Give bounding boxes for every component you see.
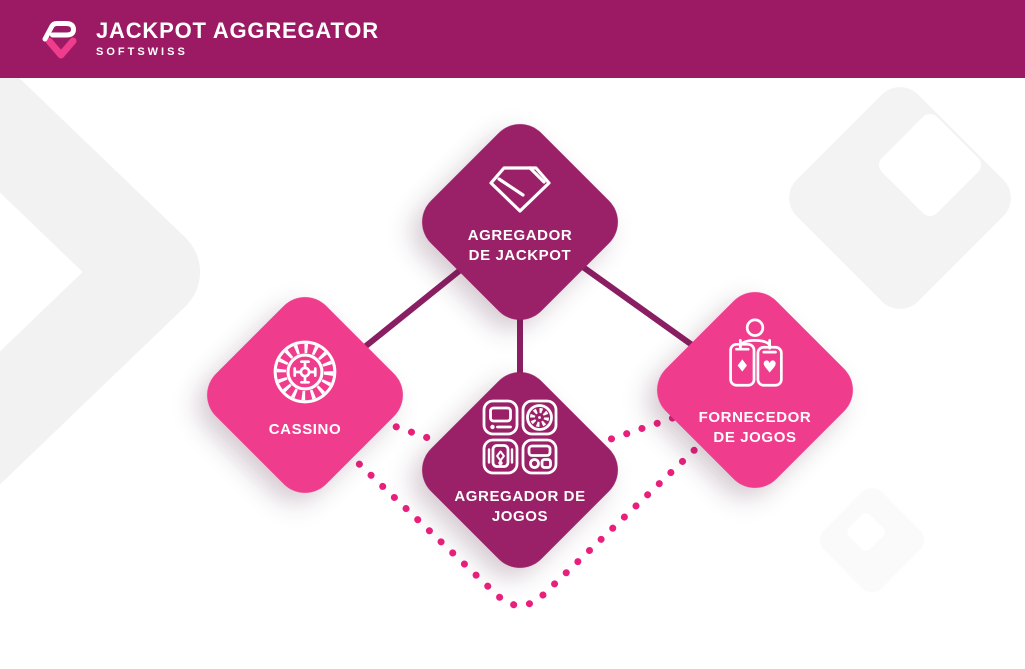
node-label: AGREGADOR DE JACKPOT	[467, 227, 573, 264]
node-games-aggregator: AGREGADOR DE JOGOS	[409, 359, 631, 581]
gem-icon	[489, 166, 551, 213]
svg-text:♥: ♥	[762, 358, 777, 377]
games-grid-icon	[482, 399, 558, 475]
dotted-arc-cassino-fornecedor	[332, 433, 712, 609]
node-game-provider: ♦ ♥ FORNECEDOR DE JOGOS	[644, 279, 866, 501]
game-provider-icon: ♦ ♥	[729, 318, 783, 387]
node-jackpot-aggregator: AGREGADOR DE JACKPOT	[409, 111, 631, 333]
header: JACKPOT AGGREGATOR SOFTSWISS	[0, 0, 1025, 78]
brand-logo-icon	[42, 21, 77, 59]
node-label: CASSINO	[268, 420, 342, 438]
node-cassino: CASSINO	[194, 284, 416, 506]
node-label: AGREGADOR DE JOGOS	[454, 488, 586, 525]
svg-text:♦: ♦	[735, 357, 750, 376]
brand-subtitle: SOFTSWISS	[96, 46, 188, 58]
node-label: FORNECEDOR DE JOGOS	[698, 409, 812, 446]
brand-title: JACKPOT AGGREGATOR	[96, 18, 379, 43]
roulette-icon	[273, 340, 337, 404]
